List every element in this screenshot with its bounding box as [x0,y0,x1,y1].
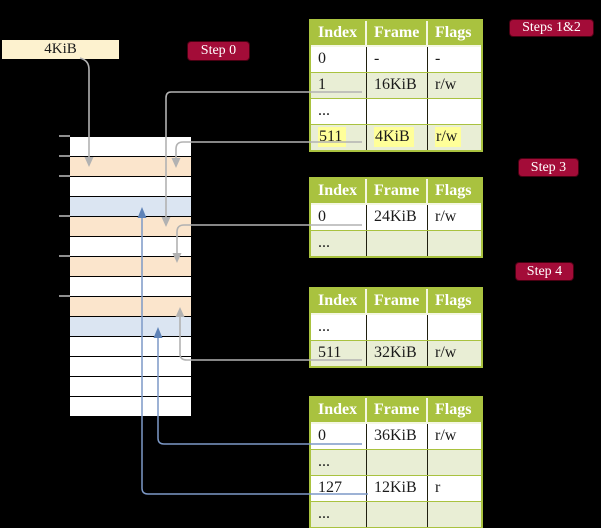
memory-address-tick [59,155,70,157]
table-row: ... [311,230,481,256]
memory-frame-row-white [70,377,191,397]
step-3-label: Step 3 [519,159,578,176]
table-cell: ... [311,315,367,340]
table-cell: ... [311,99,367,124]
table-cell: r [435,479,441,496]
physical-memory-column [70,136,191,417]
table-row: ... [311,98,481,124]
table-header-cell: Index [311,179,367,203]
table-cell: ... [311,231,367,256]
memory-frame-row-white [70,337,191,357]
table-cell [367,450,428,475]
table-cell: 12KiB [367,476,428,501]
table-cell: r/w [435,208,457,225]
memory-frame-row-blue [70,197,191,217]
memory-frame-row-peach [70,257,191,277]
table-header-cell: Frame [367,289,428,313]
table-header-cell: Index [311,289,367,313]
highlighted-value: 4KiB [374,127,414,147]
table-cell: - [435,50,441,67]
table-row: 511 4KiB r/w [311,124,481,150]
table-cell: 0 [311,47,367,72]
memory-address-tick [59,135,70,137]
memory-frame-row-white [70,357,191,377]
table-cell: r/w [428,125,481,150]
memory-frame-row-white [70,137,191,157]
page-size-box: 4KiB [2,40,119,59]
memory-frame-row-blue [70,317,191,337]
table-cell: r/w [435,344,457,361]
memory-frame-row-peach [70,157,191,177]
table-cell [428,502,481,527]
table-cell: 4KiB [367,125,428,150]
memory-address-tick [59,175,70,177]
table-header-cell: Flags [435,401,472,418]
table-cell: ... [311,502,367,527]
step-0-label: Step 0 [188,42,249,60]
highlighted-value: r/w [435,127,462,147]
table-cell [367,99,428,124]
table-header-cell: Frame [367,21,428,45]
table-cell: 0 [311,205,367,230]
steps-1-2-label: Steps 1&2 [510,20,593,36]
table-cell: 36KiB [367,424,428,449]
highlighted-value: 511 [318,127,347,147]
table-row: 0-- [311,47,481,72]
table-cell: 16KiB [367,73,428,98]
page-size-label: 4KiB [44,41,77,57]
table-cell [428,231,481,256]
table-header-cell: Flags [435,24,472,41]
memory-frame-row-white [70,177,191,197]
table-cell: 0 [311,424,367,449]
memory-frame-row-white [70,237,191,257]
table-header-cell: Flags [435,292,472,309]
table-cell [367,502,428,527]
memory-address-tick [59,255,70,257]
table-cell: 511 [311,125,367,150]
table-header-cell: Frame [367,398,428,422]
table-cell [367,315,428,340]
table-cell: r/w [435,427,457,444]
memory-address-tick [59,215,70,217]
table-cell: 127 [311,476,367,501]
table-cell: 24KiB [367,205,428,230]
table-cell: - [367,47,428,72]
memory-frame-row-peach [70,217,191,237]
table-header-cell: Index [311,21,367,45]
table-header-cell: Frame [367,179,428,203]
memory-frame-row-white [70,277,191,297]
table-cell: r/w [435,76,457,93]
table-header-cell: Flags [435,182,472,199]
memory-address-tick [59,295,70,297]
table-row: ... [311,449,481,475]
table-cell: 511 [311,341,367,366]
table-cell: ... [311,450,367,475]
memory-frame-row-white [70,397,191,417]
table-cell: 1 [311,73,367,98]
table-row: ... [311,501,481,527]
table-cell: 32KiB [367,341,428,366]
table-cell [367,231,428,256]
table-cell [428,99,481,124]
table-row: ... [311,315,481,340]
table-cell [428,450,481,475]
memory-frame-row-peach [70,297,191,317]
table-cell [428,315,481,340]
table-header-cell: Index [311,398,367,422]
step-4-label: Step 4 [516,263,573,280]
